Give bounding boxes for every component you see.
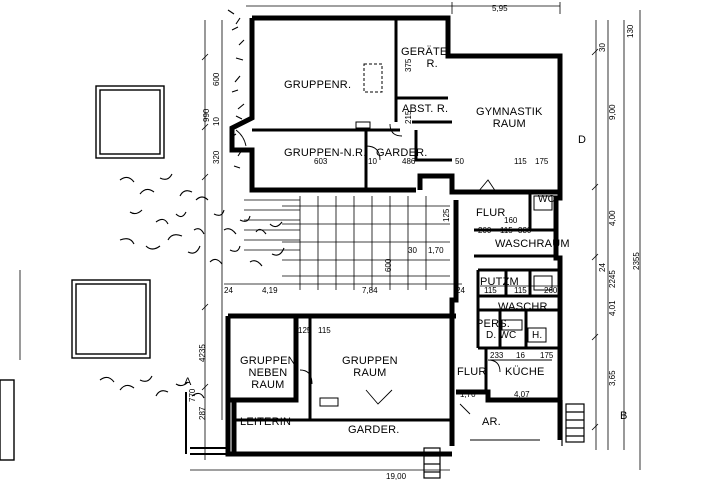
room-label-gruppenraum-bottom: GRUPPEN RAUM (342, 355, 398, 379)
dim-115e: 115 (318, 326, 331, 335)
room-label-garder-top: GARDER. (376, 147, 428, 159)
room-label-leiterin: LEITERIN (240, 416, 292, 428)
terrace-hatching (99, 9, 285, 399)
vdim-24: 24 (598, 263, 607, 272)
vdim-900: 9,00 (608, 104, 617, 120)
room-label-gruppen-nebenraum: GRUPPEN NEBEN RAUM (240, 355, 296, 391)
stairs (423, 400, 585, 479)
room-label-gymnastik-line1: GYMNASTIK (476, 106, 543, 118)
room-label-gruppen-nebenraum-line3: RAUM (251, 379, 285, 391)
vdim-320: 320 (212, 150, 221, 164)
vdim-215: 215 (404, 110, 413, 124)
dim-top-595: 5,95 (492, 4, 508, 13)
dim-24b: 24 (456, 286, 465, 295)
dim-115d: 115 (514, 286, 527, 295)
interior-walls (234, 18, 560, 422)
fixtures (319, 63, 553, 441)
dim-170b: 1,70 (460, 390, 476, 399)
dim-115c: 115 (484, 286, 497, 295)
vdim-10: 10 (212, 117, 221, 126)
section-marker-a: A (184, 376, 192, 388)
room-label-gruppen-nebenraum-line1: GRUPPEN (240, 355, 296, 367)
vdim-287: 287 (198, 406, 207, 420)
dim-16: 16 (516, 351, 525, 360)
room-label-gymnastik-line2: RAUM (492, 118, 526, 130)
outdoor-planter-boxes (0, 85, 165, 461)
dim-30: 30 (408, 246, 417, 255)
vdim-4235: 4235 (198, 344, 207, 362)
room-label-geraete-line2: R. (426, 58, 438, 70)
dim-175: 175 (535, 157, 549, 166)
vdim-130: 130 (626, 24, 635, 38)
room-label-flur-bottom: FLUR (457, 366, 487, 378)
room-label-waschraum: WASCHRAUM (495, 238, 570, 250)
vdim-125: 125 (442, 208, 451, 222)
dim-160: 160 (504, 216, 518, 225)
room-label-gruppen-nr: GRUPPEN-N.R. (284, 147, 367, 159)
room-label-waschr: WASCHR. (498, 301, 551, 313)
vdim-600b: 600 (384, 258, 393, 272)
dim-175b: 175 (540, 351, 554, 360)
vdim-2355: 2355 (632, 252, 641, 270)
dim-24a: 24 (224, 286, 233, 295)
vdim-990: 990 (202, 108, 211, 122)
vdim-375: 375 (404, 58, 413, 72)
exterior-walls (225, 15, 563, 457)
vdim-400: 4,00 (608, 210, 617, 226)
room-label-geraete-line1: GERÄTE (401, 46, 448, 58)
section-marker-b: B (620, 410, 628, 422)
dim-407: 4,07 (514, 390, 530, 399)
room-label-garder-bottom: GARDER. (348, 424, 400, 436)
room-label-hwc: H. (532, 330, 543, 341)
vdim-365: 3,65 (608, 370, 617, 386)
dim-170: 1,70 (428, 246, 444, 255)
room-label-flur-top: FLUR (476, 207, 506, 219)
thin-dimension-lines (19, 2, 641, 471)
room-label-abst: ABST. R. (402, 103, 449, 115)
dim-603: 603 (314, 157, 328, 166)
dim-330: 330 (518, 226, 532, 235)
dim-784: 7,84 (362, 286, 378, 295)
room-label-gruppenraum-top: GRUPPENR. (284, 79, 352, 91)
room-label-gymnastik: GYMNASTIK RAUM (476, 106, 543, 130)
dim-10: 10 (368, 157, 377, 166)
room-label-gruppenraum-bottom-line2: RAUM (353, 367, 387, 379)
dim-486: 486 (402, 157, 416, 166)
dim-115: 115 (514, 157, 527, 166)
outer-bands (185, 392, 420, 455)
door-swings (235, 123, 501, 415)
room-label-putzm: PUTZM (480, 276, 519, 288)
room-label-gruppenraum-bottom-line1: GRUPPEN (342, 355, 398, 367)
room-label-kueche: KÜCHE (505, 366, 545, 378)
dim-marker-d: D (578, 134, 587, 146)
room-label-geraete: GERÄTE R. (401, 46, 447, 70)
vdim-2245: 2245 (608, 270, 617, 288)
terrace-grid (244, 196, 450, 290)
room-label-dwc: D. WC (486, 330, 517, 341)
room-label-gruppen-nebenraum-line2: NEBEN (248, 367, 288, 379)
vdim-600: 600 (212, 72, 221, 86)
dim-115b: 115 (500, 226, 513, 235)
dim-125: 125 (298, 326, 312, 335)
vdim-770: 770 (188, 388, 197, 402)
vdim-401: 4,01 (608, 300, 617, 316)
vdim-30: 30 (598, 43, 607, 52)
dim-50: 50 (455, 157, 464, 166)
dim-233: 233 (490, 351, 504, 360)
room-label-ar: AR. (482, 416, 501, 428)
dim-260: 260 (544, 286, 558, 295)
dim-1900: 19,00 (386, 472, 407, 481)
room-label-wc-top: WC (538, 194, 556, 205)
dim-419: 4,19 (262, 286, 278, 295)
dim-200: 200 (478, 226, 492, 235)
room-label-pers: PERS. (476, 318, 511, 330)
